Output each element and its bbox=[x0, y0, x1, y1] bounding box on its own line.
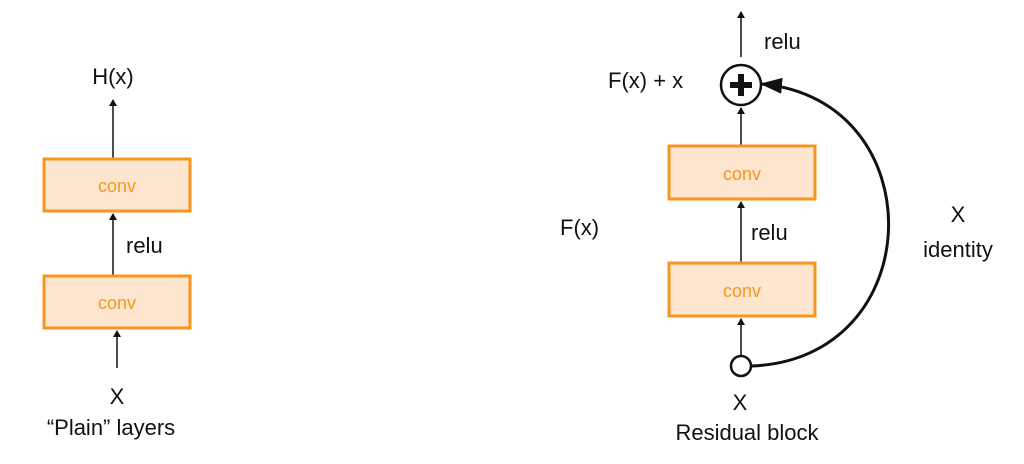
identity-skip-connection bbox=[750, 77, 891, 368]
residual-conv-top-label: conv bbox=[723, 164, 761, 184]
plain-layers-diagram: H(x) conv relu conv X “Plain” layers bbox=[42, 64, 192, 440]
residual-input-label: X bbox=[733, 390, 748, 415]
skip-identity-label: identity bbox=[923, 237, 993, 262]
plain-conv-top-label: conv bbox=[98, 176, 136, 196]
plus-icon bbox=[719, 63, 763, 107]
residual-conv-box-bottom bbox=[667, 261, 817, 318]
residual-conv-box-top bbox=[667, 144, 817, 201]
plain-relu-label: relu bbox=[126, 233, 163, 258]
plain-caption: “Plain” layers bbox=[47, 415, 175, 440]
plain-input-label: X bbox=[110, 384, 125, 409]
residual-top-relu-label: relu bbox=[764, 29, 801, 54]
plain-conv-box-top bbox=[42, 157, 192, 213]
residual-sum-label: F(x) + x bbox=[608, 68, 683, 93]
plain-conv-bottom-label: conv bbox=[98, 293, 136, 313]
residual-caption: Residual block bbox=[675, 420, 819, 445]
skip-x-label: X bbox=[951, 202, 966, 227]
plain-conv-box-bottom bbox=[42, 274, 192, 330]
input-node-icon bbox=[729, 354, 753, 378]
residual-conv-bottom-label: conv bbox=[723, 281, 761, 301]
residual-relu-label: relu bbox=[751, 220, 788, 245]
plain-output-label: H(x) bbox=[92, 64, 134, 89]
residual-block-diagram: relu F(x) + x conv relu F(x) conv X iden… bbox=[560, 11, 993, 445]
residual-function-label: F(x) bbox=[560, 215, 599, 240]
